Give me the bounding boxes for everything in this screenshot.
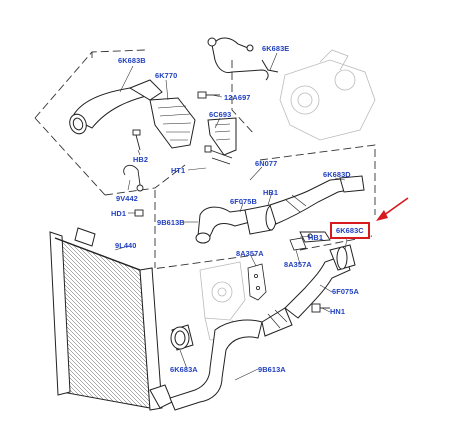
charge-air-pipes [195, 175, 365, 244]
part-label-12a697[interactable]: 12A697 [224, 93, 251, 102]
background-engine-parts [199, 49, 376, 341]
part-label-hn1[interactable]: HN1 [330, 307, 346, 316]
callout-arrow [376, 197, 409, 221]
part-label-hd1[interactable]: HD1 [111, 209, 127, 218]
part-label-6k683b[interactable]: 6K683B [118, 56, 146, 65]
part-label-9b613b[interactable]: 9B613B [157, 218, 185, 227]
part-label-6k683c-highlighted[interactable]: 6K683C [330, 222, 370, 239]
part-label-6f075a[interactable]: 6F075A [332, 287, 359, 296]
part-label-hb1-top[interactable]: HB1 [263, 188, 279, 197]
part-label-6k683a[interactable]: 6K683A [170, 365, 198, 374]
part-label-ht1[interactable]: HT1 [171, 166, 186, 175]
part-label-9b613a[interactable]: 9B613A [258, 365, 286, 374]
leader-lines [114, 52, 348, 381]
part-label-hb2[interactable]: HB2 [133, 155, 149, 164]
part-label-9l440[interactable]: 9L440 [115, 241, 137, 250]
part-label-6k770[interactable]: 6K770 [155, 71, 178, 80]
intercooler-core [49, 227, 173, 411]
intake-duct-assembly [69, 79, 196, 149]
dashed-outline [34, 49, 376, 271]
part-label-6f075b[interactable]: 6F075B [230, 197, 257, 206]
part-label-hb1-mid[interactable]: HB1 [308, 233, 324, 242]
part-label-6n077[interactable]: 6N077 [255, 159, 278, 168]
part-label-6k683e[interactable]: 6K683E [262, 44, 290, 53]
brackets [247, 237, 307, 301]
part-label-6k683d[interactable]: 6K683D [323, 170, 351, 179]
part-label-6c693[interactable]: 6C693 [209, 110, 232, 119]
outlet-pipe [169, 244, 356, 411]
part-label-8a357a-top[interactable]: 8A357A [236, 249, 264, 258]
part-label-9v442[interactable]: 9V442 [116, 194, 138, 203]
fasteners [123, 91, 331, 313]
breather-pipe [207, 37, 279, 156]
part-label-8a357a-bottom[interactable]: 8A357A [284, 260, 312, 269]
